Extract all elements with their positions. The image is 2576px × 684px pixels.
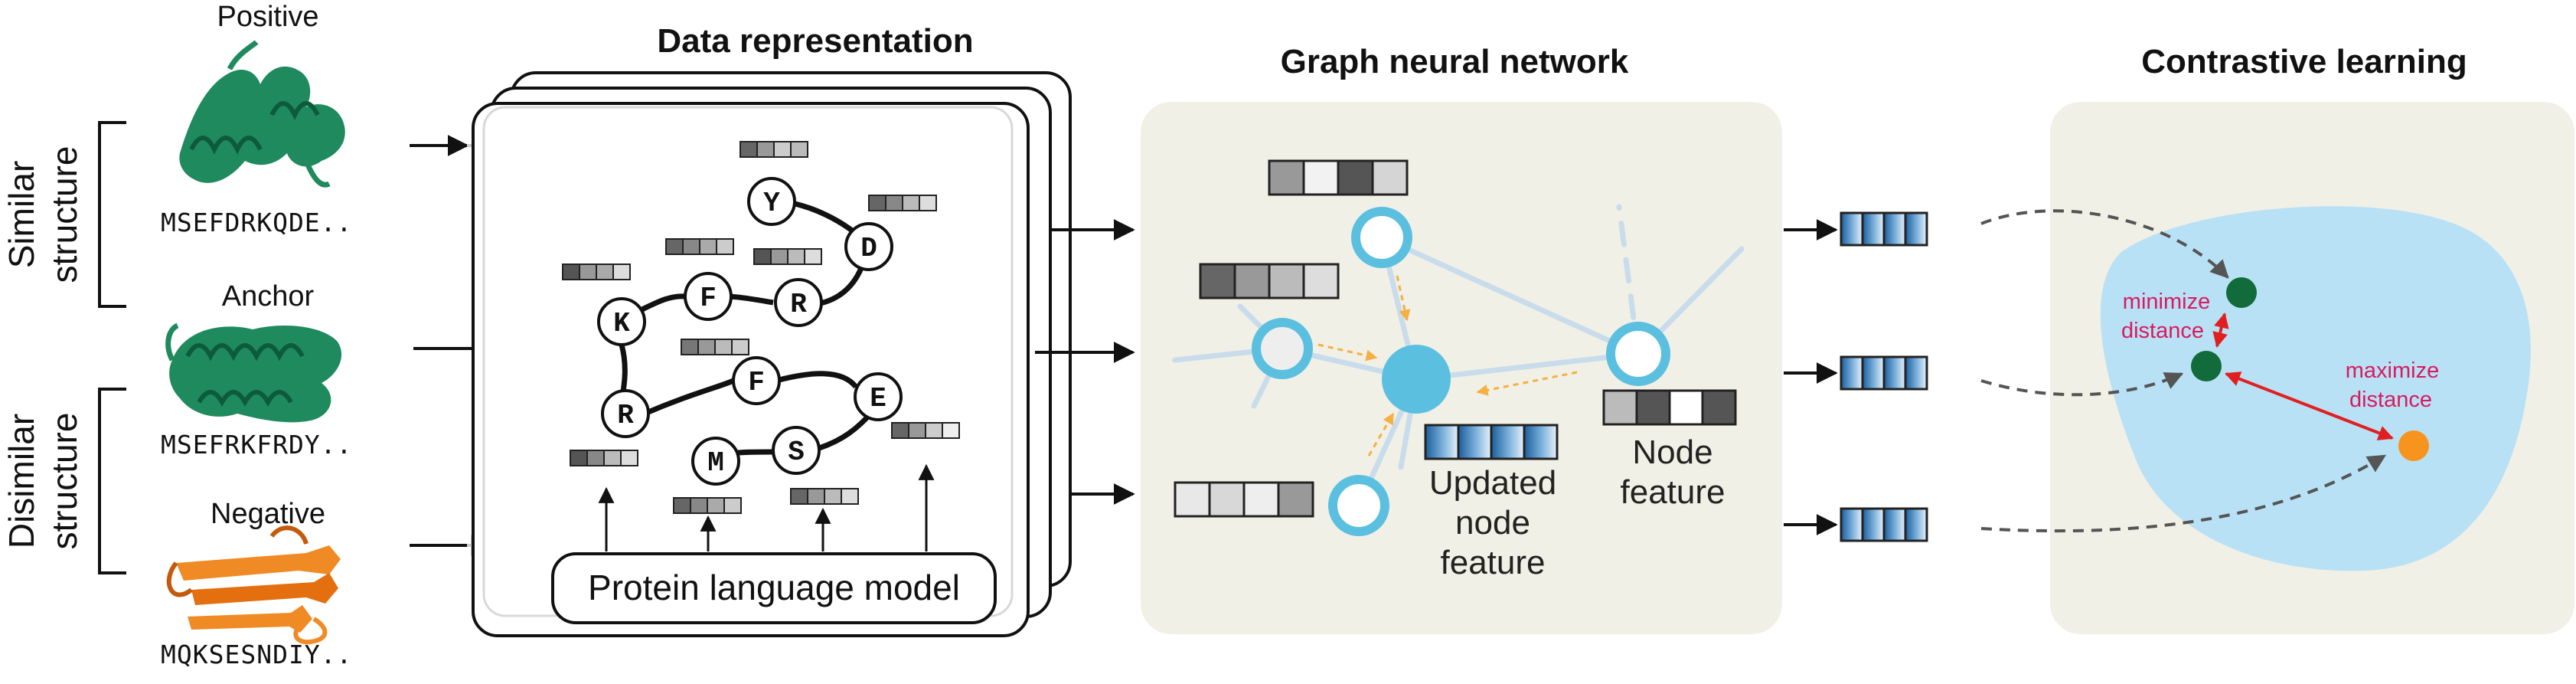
minimize-distance-line1: minimize xyxy=(2123,290,2210,314)
negative-label: Negative xyxy=(211,498,325,530)
output-embedding-anchor xyxy=(1840,355,1928,391)
gnn-center-node xyxy=(1382,345,1451,414)
svg-text:M: M xyxy=(707,447,724,479)
gnn-neighbor-node-bottom xyxy=(1328,475,1389,536)
anchor-structure-icon xyxy=(165,322,342,423)
minimize-distance-arrow xyxy=(2212,313,2229,348)
gnn-neighbor-node-right xyxy=(1606,322,1670,386)
negative-structure-icon xyxy=(166,525,341,645)
updated-node-feature-line2: node xyxy=(1455,504,1530,542)
svg-text:R: R xyxy=(790,289,807,320)
gnn-neighbor-node-left xyxy=(1252,318,1313,379)
svg-text:K: K xyxy=(613,308,630,339)
gnn-feature-bars xyxy=(1174,159,1737,518)
message-arrows xyxy=(1317,275,1578,457)
protein-language-model-box xyxy=(551,552,997,624)
anchor-label: Anchor xyxy=(222,280,315,313)
negative-projection-arrow xyxy=(1980,454,2387,533)
residue-node-f1: F xyxy=(684,272,733,321)
residue-node-k: K xyxy=(597,297,646,346)
dissimilar-bracket xyxy=(98,388,126,574)
svg-text:S: S xyxy=(788,437,805,468)
updated-node-feature-line3: feature xyxy=(1441,544,1546,581)
svg-text:Y: Y xyxy=(763,188,780,219)
svg-text:R: R xyxy=(617,400,634,431)
updated-feature-bar xyxy=(1424,424,1559,460)
svg-text:F: F xyxy=(748,367,765,398)
svg-text:F: F xyxy=(700,283,717,314)
residue-node-s: S xyxy=(772,426,821,475)
residue-node-f2: F xyxy=(732,356,781,405)
positive-structure-icon xyxy=(179,40,345,188)
positive-label: Positive xyxy=(217,1,318,33)
node-feature-line1: Node xyxy=(1632,434,1712,471)
negative-embedding-dot xyxy=(2398,430,2429,461)
minimize-distance-line2: distance xyxy=(2121,319,2204,343)
maximize-distance-arrow xyxy=(2225,371,2394,440)
output-embedding-positive xyxy=(1840,211,1928,247)
svg-text:Similar: Similar xyxy=(2,161,41,269)
svg-text:structure: structure xyxy=(44,413,84,550)
svg-text:structure: structure xyxy=(44,146,84,283)
protein-language-model-label: Protein language model xyxy=(588,568,960,607)
residue-node-y: Y xyxy=(747,177,796,226)
residue-node-r2: R xyxy=(601,389,650,438)
residue-node-m: M xyxy=(691,437,740,486)
data-representation-title: Data representation xyxy=(657,22,973,60)
negative-sequence: MQKSESNDIY.. xyxy=(161,640,352,669)
residue-node-r1: R xyxy=(774,278,823,327)
output-embedding-negative xyxy=(1840,507,1928,542)
residue-node-d: D xyxy=(844,222,893,271)
embedding-bars xyxy=(562,141,960,514)
residue-node-e: E xyxy=(854,372,903,421)
similar-structure-label: Similar structure xyxy=(2,146,84,283)
similar-bracket xyxy=(98,121,126,308)
anchor-embedding-dot xyxy=(2191,351,2222,381)
svg-text:E: E xyxy=(870,383,886,414)
maximize-distance-line2: distance xyxy=(2349,388,2432,412)
dissimilar-structure-label: Disimilar structure xyxy=(2,413,84,550)
anchor-projection-arrow xyxy=(1980,372,2184,397)
maximize-distance-line1: maximize xyxy=(2346,358,2439,383)
positive-embedding-dot xyxy=(2226,277,2257,308)
updated-node-feature-line1: Updated xyxy=(1429,464,1556,502)
anchor-sequence: MSEFRKFRDY.. xyxy=(161,430,352,460)
gnn-neighbor-node-top xyxy=(1351,207,1412,268)
svg-text:Disimilar: Disimilar xyxy=(2,414,41,548)
svg-text:D: D xyxy=(860,233,877,264)
graph-neural-network-title: Graph neural network xyxy=(1281,43,1629,80)
positive-sequence: MSEFDRKQDE.. xyxy=(161,208,352,237)
positive-projection-arrow xyxy=(1980,209,2229,279)
node-feature-line2: feature xyxy=(1621,473,1725,511)
contrastive-learning-title: Contrastive learning xyxy=(2141,43,2467,80)
